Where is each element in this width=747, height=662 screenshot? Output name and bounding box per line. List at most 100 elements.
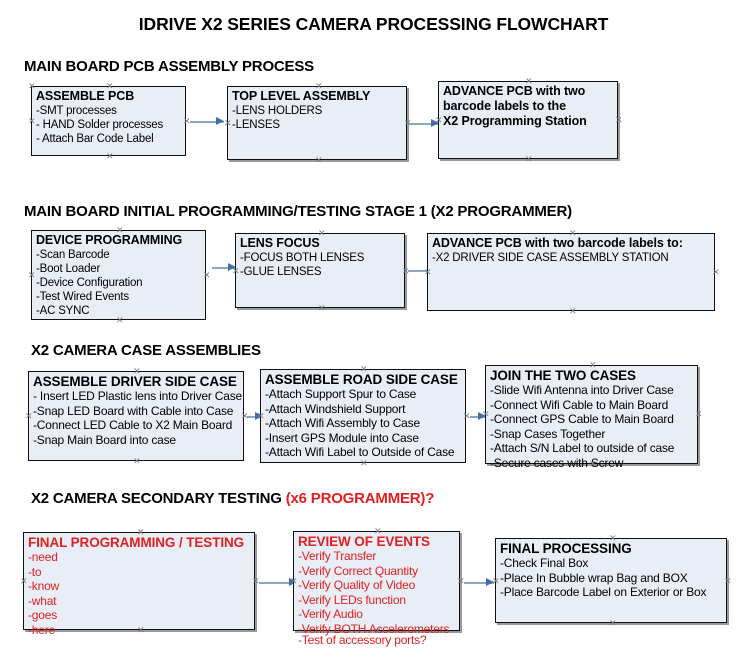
box-advance-pcb-driver-side-station[interactable]: ADVANCE PCB with two barcode labels to: … — [424, 229, 720, 316]
arrow-driver-case-to-road-case — [247, 412, 263, 421]
box-line: -goes — [28, 608, 58, 622]
box-line: -Boot Loader — [36, 263, 101, 275]
resize-handle-s[interactable]: ✕ — [133, 456, 141, 466]
resize-handle-s[interactable]: ✕ — [609, 618, 617, 628]
arrow-review-events-to-final-processing — [464, 578, 494, 587]
resize-handle-w[interactable]: ✕ — [28, 270, 36, 280]
resize-handle-e[interactable]: ✕ — [203, 270, 211, 280]
box-line: -LENSES — [232, 119, 280, 131]
box-line: -Snap Cases Together — [490, 426, 606, 441]
box-line: -Verify BOTH Accelerometers — [298, 621, 450, 636]
box-line: -Connect LED Cable to X2 Main Board — [33, 418, 233, 432]
resize-handle-e[interactable]: ✕ — [183, 116, 191, 126]
resize-handle-s[interactable]: ✕ — [525, 154, 533, 164]
resize-handle-e[interactable]: ✕ — [695, 409, 703, 419]
arrow-head — [255, 412, 263, 420]
arrow-shaft — [190, 121, 224, 123]
box-device-programming[interactable]: DEVICE PROGRAMMING -Scan Barcode -Boot L… — [28, 226, 211, 325]
box-line: -Device Configuration — [36, 277, 143, 289]
arrow-final-programming-to-review-events — [259, 578, 297, 587]
resize-handle-e[interactable]: ✕ — [252, 576, 260, 586]
resize-handle-s[interactable]: ✕ — [106, 151, 114, 161]
box-line: -Attach S/N Label to outside of case — [490, 441, 675, 455]
section-header-accent-text: (x6 PROGRAMMER)? — [285, 490, 435, 507]
box-line: -Scan Barcode — [36, 249, 110, 261]
box-lens-focus[interactable]: LENS FOCUS -FOCUS BOTH LENSES -GLUE LENS… — [232, 229, 410, 313]
section-header-text: X2 CAMERA CASE ASSEMBLIES — [31, 342, 261, 359]
box-assemble-driver-side-case[interactable]: ASSEMBLE DRIVER SIDE CASE - Insert LED P… — [25, 367, 249, 466]
resize-handle-e[interactable]: ✕ — [463, 411, 471, 421]
box-line: -Attach Wifi Assembly to Case — [265, 416, 420, 430]
arrow-head — [478, 412, 486, 420]
box-line: -Check Final Box — [500, 556, 589, 570]
box-line: -Verify Quality of Video — [298, 578, 416, 592]
resize-handle-w[interactable]: ✕ — [25, 411, 33, 421]
box-line: - Attach Bar Code Label — [36, 133, 154, 145]
resize-handle-e[interactable]: ✕ — [457, 576, 465, 586]
box-final-programming-testing[interactable]: FINAL PROGRAMMING / TESTING -need -to -k… — [20, 528, 260, 637]
box-final-processing[interactable]: FINAL PROCESSING -Check Final Box -Place… — [492, 534, 732, 628]
section-header-x2-camera-case-assemblies: X2 CAMERA CASE ASSEMBLIES — [31, 342, 261, 359]
box-title: JOIN THE TWO CASES — [490, 368, 636, 383]
box-line: -Secure cases with Screw — [490, 455, 624, 470]
arrow-shaft — [409, 123, 439, 125]
arrow-road-case-to-join-cases — [470, 412, 486, 421]
box-join-the-two-cases[interactable]: JOIN THE TWO CASES -Slide Wifi Antenna i… — [482, 361, 703, 470]
arrow-assemble-pcb-to-top-level — [190, 117, 224, 126]
resize-handle-s[interactable]: ✕ — [116, 315, 124, 325]
box-line: -need — [28, 550, 58, 564]
arrow-head — [216, 117, 224, 125]
resize-handle-w[interactable]: ✕ — [20, 576, 28, 586]
box-line: -LENS HOLDERS — [232, 105, 323, 117]
box-line: -Verify LEDs function — [298, 592, 406, 607]
section-header-text: MAIN BOARD INITIAL PROGRAMMING/TESTING S… — [24, 203, 572, 220]
box-line: -Connect GPS Cable to Main Board — [490, 412, 674, 426]
box-overflow-line: -Test of accessory ports? — [298, 633, 427, 647]
box-title: ASSEMBLE ROAD SIDE CASE — [265, 372, 458, 387]
box-title: LENS FOCUS — [240, 236, 320, 250]
section-header-text: MAIN BOARD PCB ASSEMBLY PROCESS — [24, 58, 314, 75]
resize-handle-s[interactable]: ✕ — [315, 155, 323, 165]
box-review-of-events[interactable]: REVIEW OF EVENTS -Verify Transfer -Verif… — [290, 527, 465, 648]
resize-handle-e[interactable]: ✕ — [712, 267, 720, 277]
resize-handle-s[interactable]: ✕ — [318, 303, 326, 313]
box-top-level-assembly[interactable]: TOP LEVEL ASSEMBLY -LENS HOLDERS -LENSES… — [224, 82, 412, 165]
resize-handle-nw[interactable]: ✕ — [28, 81, 36, 91]
resize-handle-e[interactable]: ✕ — [724, 576, 732, 586]
resize-handle-s[interactable]: ✕ — [360, 458, 368, 468]
box-line: -Place Barcode Label on Exterior or Box — [500, 585, 707, 599]
box-line: -here — [28, 622, 56, 637]
box-line: -Connect Wifi Cable to Main Board — [490, 397, 669, 412]
box-title: FINAL PROGRAMMING / TESTING — [28, 535, 245, 550]
box-line: -FOCUS BOTH LENSES — [240, 252, 365, 264]
box-line: - Insert LED Plastic lens into Driver Ca… — [33, 389, 243, 403]
box-line: -Place In Bubble wrap Bag and BOX — [500, 570, 688, 585]
arrow-shaft — [212, 267, 236, 269]
resize-handle-s[interactable]: ✕ — [569, 306, 577, 316]
resize-handle-w[interactable]: ✕ — [28, 116, 36, 126]
box-title: TOP LEVEL ASSEMBLY — [232, 89, 371, 103]
arrow-shaft — [464, 582, 494, 584]
arrow-device-programming-to-lens-focus — [212, 263, 236, 272]
box-title: DEVICE PROGRAMMING — [36, 233, 183, 247]
box-line: -Attach Support Spur to Case — [265, 387, 417, 401]
box-advance-pcb-programming-station[interactable]: ADVANCE PCB with two barcode labels to t… — [435, 77, 623, 164]
box-line: -to — [28, 564, 42, 579]
resize-handle-w[interactable]: ✕ — [224, 118, 232, 128]
box-line: -Snap LED Board with Cable into Case — [33, 403, 234, 418]
arrow-top-level-to-advance-pcb — [409, 119, 439, 128]
resize-handle-e[interactable]: ✕ — [615, 115, 623, 125]
box-title-line2: barcode labels to the — [443, 99, 566, 113]
box-title-line3: X2 Programming Station — [443, 114, 587, 128]
arrow-head — [486, 578, 494, 586]
box-line: -what — [28, 593, 57, 608]
box-assemble-road-side-case[interactable]: ASSEMBLE ROAD SIDE CASE -Attach Support … — [257, 365, 471, 468]
box-line: -Attach Windshield Support — [265, 401, 406, 416]
box-line: -Verify Transfer — [298, 549, 377, 563]
box-assemble-pcb[interactable]: ASSEMBLE PCB -SMT processes - HAND Solde… — [28, 81, 191, 161]
box-title: ADVANCE PCB with two barcode labels to: — [432, 236, 683, 250]
box-line: -Slide Wifi Antenna into Driver Case — [490, 383, 674, 397]
box-title: FINAL PROCESSING — [500, 541, 632, 556]
section-header-main-board-initial-programming: MAIN BOARD INITIAL PROGRAMMING/TESTING S… — [24, 203, 572, 220]
